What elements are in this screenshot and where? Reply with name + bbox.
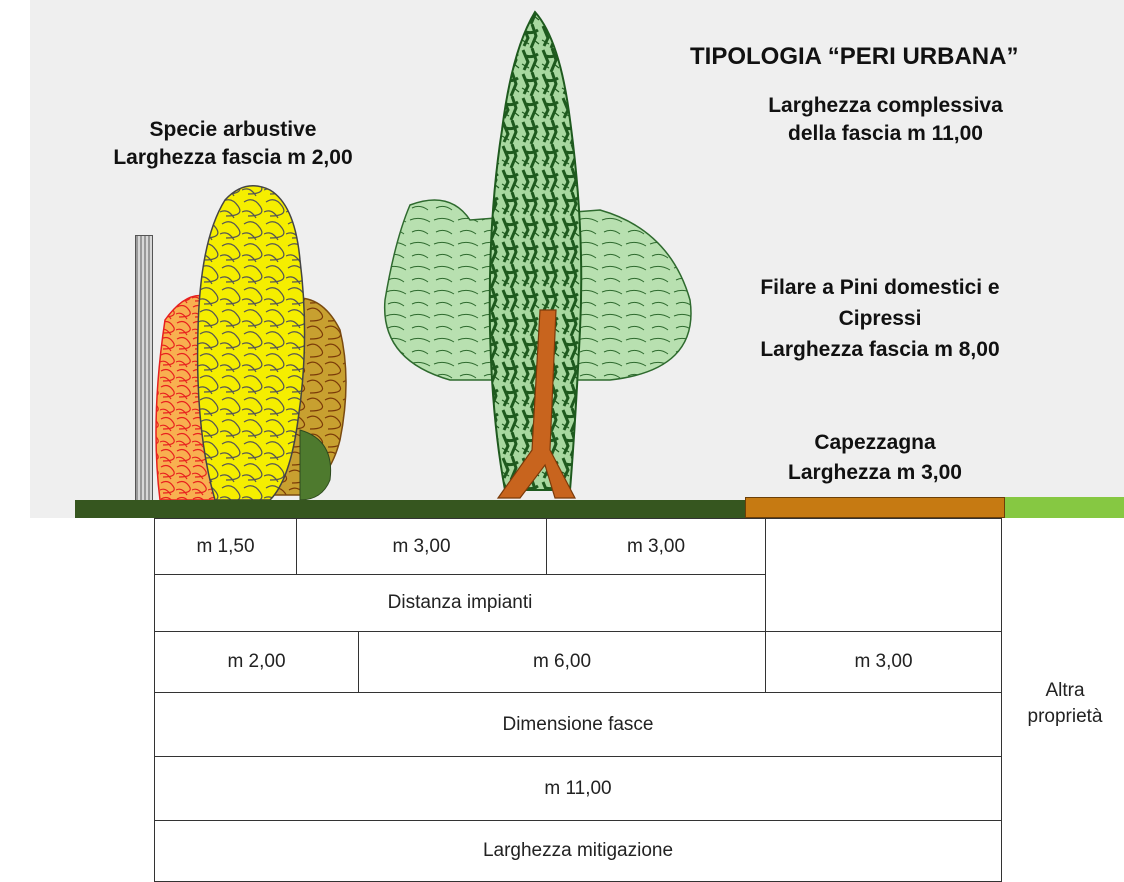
trees-label-line-3: Larghezza fascia m 8,00 (760, 338, 1000, 361)
total-width-label: Larghezza complessiva della fascia m 11,… (733, 92, 1038, 148)
cell-distanza-impianti: Distanza impianti (154, 574, 766, 632)
capezzagna-label-line-1: Capezzagna (814, 431, 936, 454)
cell-larghezza-mitigazione: Larghezza mitigazione (154, 820, 1002, 882)
ground-strip (75, 500, 745, 518)
cell-spacing-3: m 3,00 (546, 518, 766, 575)
shrubs-label: Specie arbustive Larghezza fascia m 2,00 (78, 116, 388, 172)
shrub-yellow (196, 185, 306, 501)
cell-spacing-2: m 3,00 (296, 518, 547, 575)
total-width-line-2: della fascia m 11,00 (788, 122, 983, 145)
cell-band-1: m 2,00 (154, 631, 359, 693)
total-width-line-1: Larghezza complessiva (768, 94, 1003, 117)
tree-group (383, 10, 692, 499)
altra-line-2: proprietà (1027, 706, 1103, 727)
capezzagna-label: Capezzagna Larghezza m 3,00 (770, 428, 980, 488)
shrub-green-small (299, 429, 332, 501)
fence-post (135, 235, 153, 505)
trees-label-line-1: Filare a Pini domestici e (760, 276, 1000, 299)
altra-ground-strip (1005, 497, 1124, 518)
altra-proprieta-label: Altra proprietà (1010, 678, 1120, 730)
cell-spacing-1: m 1,50 (154, 518, 297, 575)
altra-line-1: Altra (1045, 680, 1085, 701)
plants-illustration (155, 10, 692, 501)
cell-total-width: m 11,00 (154, 756, 1002, 821)
shrub-group (155, 185, 347, 501)
cell-band-3: m 3,00 (765, 631, 1002, 693)
title: TIPOLOGIA “PERI URBANA” (690, 43, 1019, 70)
capezzagna-strip (745, 497, 1005, 518)
shrubs-label-line-1: Specie arbustive (149, 118, 317, 141)
tree-trunk (496, 309, 576, 499)
cell-empty-right (765, 518, 1002, 632)
shrubs-label-line-2: Larghezza fascia m 2,00 (113, 146, 353, 169)
trees-label-line-2: Cipressi (838, 307, 922, 330)
cell-dimensione-fasce: Dimensione fasce (154, 692, 1002, 757)
cell-band-2: m 6,00 (358, 631, 766, 693)
capezzagna-label-line-2: Larghezza m 3,00 (788, 461, 962, 484)
trees-label: Filare a Pini domestici e Cipressi Largh… (730, 272, 1030, 365)
